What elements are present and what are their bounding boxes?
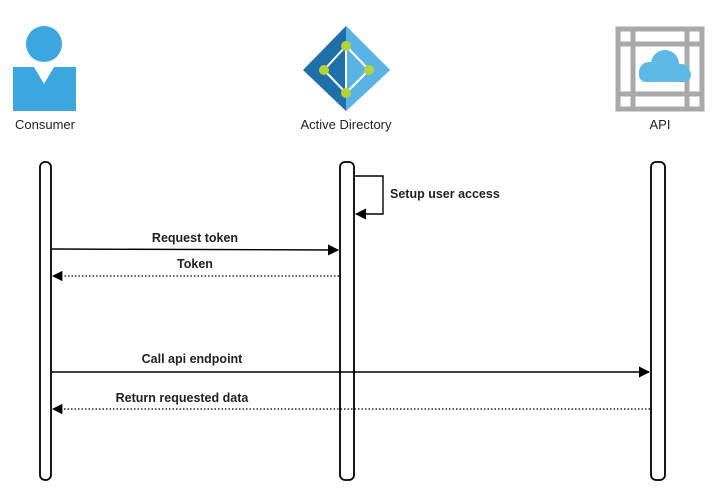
azure-active-directory-icon [303, 26, 390, 111]
message-call-api-endpoint: Call api endpoint [52, 352, 651, 378]
actor-consumer: Consumer [13, 26, 76, 132]
user-icon [13, 26, 76, 111]
actor-active-directory: Active Directory [300, 26, 392, 132]
actor-label-api: API [650, 117, 671, 132]
lifeline-api [650, 161, 666, 481]
lifeline-active-directory [339, 161, 355, 481]
actor-api: API [615, 26, 705, 132]
message-label-return-requested-data: Return requested data [116, 391, 250, 405]
request-token-arrow [51, 244, 340, 256]
actor-label-consumer: Consumer [15, 117, 76, 132]
message-return-requested-data: Return requested data [51, 391, 650, 415]
message-label-setup-user-access: Setup user access [390, 187, 500, 201]
self-call-arrow [354, 175, 384, 220]
message-label-call-api-endpoint: Call api endpoint [142, 352, 244, 366]
message-request-token: Request token [51, 231, 340, 256]
message-token: Token [51, 257, 339, 282]
cloud-api-icon [615, 26, 705, 112]
message-label-request-token: Request token [152, 231, 238, 245]
actor-label-active-directory: Active Directory [300, 117, 392, 132]
message-setup-user-access: Setup user access [354, 175, 500, 220]
lifeline-consumer [39, 161, 52, 481]
message-label-token: Token [177, 257, 213, 271]
